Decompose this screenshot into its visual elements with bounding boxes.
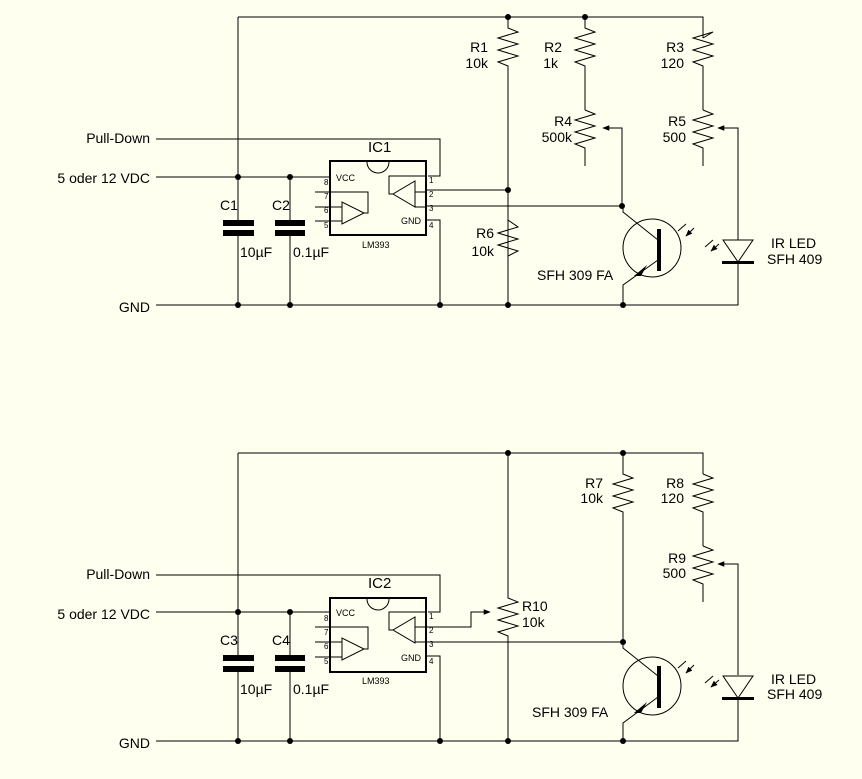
svg-text:2: 2 — [429, 626, 434, 635]
svg-text:R3: R3 — [666, 39, 684, 55]
capacitor-c2: C2 0.1µF — [272, 177, 329, 305]
svg-text:4: 4 — [429, 657, 434, 666]
wire-top-rail — [238, 16, 704, 38]
svg-text:6: 6 — [324, 642, 329, 651]
potentiometer-r9: R9 500 — [663, 545, 739, 675]
svg-text:R1: R1 — [470, 39, 488, 55]
net-label-supply: 5 oder 12 VDC — [57, 170, 150, 186]
resistor-r3: R3 120 — [661, 31, 715, 110]
resistor-r2: R2 1k — [543, 17, 597, 110]
svg-text:120: 120 — [661, 490, 685, 506]
phototransistor-sfh309fa: SFH 309 FA — [532, 642, 695, 741]
svg-text:R2: R2 — [544, 39, 562, 55]
junctions-bottom — [235, 450, 626, 744]
net-label-pull-down: Pull-Down — [86, 566, 150, 582]
net-label-supply: 5 oder 12 VDC — [57, 606, 150, 622]
svg-text:C1: C1 — [220, 197, 238, 213]
wire-pull-down — [156, 138, 441, 177]
svg-text:3: 3 — [429, 640, 434, 649]
resistor-r1: R1 10k — [465, 17, 520, 305]
svg-text:0.1µF: 0.1µF — [293, 244, 329, 260]
capacitor-c1: C1 10µF — [220, 177, 272, 305]
svg-text:7: 7 — [324, 192, 329, 201]
svg-text:R6: R6 — [476, 225, 494, 241]
svg-text:SFH 309 FA: SFH 309 FA — [537, 267, 614, 283]
svg-text:C4: C4 — [272, 632, 290, 648]
svg-text:1: 1 — [429, 176, 434, 185]
svg-text:VCC: VCC — [336, 608, 356, 618]
svg-text:IC2: IC2 — [368, 575, 391, 592]
svg-text:R9: R9 — [668, 550, 686, 566]
net-label-gnd: GND — [119, 299, 150, 315]
svg-text:VCC: VCC — [336, 173, 356, 183]
svg-text:2: 2 — [429, 190, 434, 199]
svg-text:R8: R8 — [666, 475, 684, 491]
svg-text:C2: C2 — [272, 197, 290, 213]
svg-text:10µF: 10µF — [240, 244, 272, 260]
svg-text:7: 7 — [324, 628, 329, 637]
svg-text:LM393: LM393 — [362, 676, 390, 686]
svg-text:10k: 10k — [471, 243, 495, 259]
svg-text:IR LED: IR LED — [771, 235, 816, 251]
wire-gnd — [156, 697, 739, 742]
svg-text:SFH 409: SFH 409 — [767, 686, 822, 702]
junctions-top — [235, 14, 626, 308]
potentiometer-r5: R5 500 — [663, 109, 739, 240]
svg-text:IR LED: IR LED — [771, 671, 816, 687]
svg-text:6: 6 — [324, 206, 329, 215]
capacitor-c3: C3 10µF — [220, 612, 272, 741]
potentiometer-r10: R10 10k — [496, 453, 548, 741]
svg-text:4: 4 — [429, 221, 434, 230]
svg-text:500k: 500k — [542, 129, 573, 145]
svg-text:10k: 10k — [522, 614, 546, 630]
svg-text:8: 8 — [324, 614, 329, 623]
ic2-lm393: IC2 VCC GND LM393 8 7 6 5 1 2 3 4 — [315, 575, 623, 741]
svg-text:5: 5 — [324, 657, 329, 666]
svg-text:10µF: 10µF — [240, 681, 272, 697]
svg-text:GND: GND — [401, 653, 422, 663]
svg-text:500: 500 — [663, 565, 687, 581]
svg-text:5: 5 — [324, 221, 329, 230]
resistor-r6: R6 10k — [471, 219, 520, 259]
svg-text:R4: R4 — [554, 113, 572, 129]
svg-text:0.1µF: 0.1µF — [293, 681, 329, 697]
circuit-bottom: Pull-Down 5 oder 12 VDC GND C3 10µF C4 0… — [57, 450, 822, 751]
svg-text:10k: 10k — [465, 55, 489, 71]
ic1-lm393: IC1 VCC GND LM393 8 7 6 5 1 2 3 4 — [315, 139, 623, 305]
svg-text:C3: C3 — [220, 632, 238, 648]
resistor-r7: R7 10k — [580, 453, 635, 642]
wire-pull-down — [156, 574, 441, 613]
svg-text:SFH 309 FA: SFH 309 FA — [532, 704, 609, 720]
ir-led-sfh409: IR LED SFH 409 — [705, 671, 822, 702]
svg-text:500: 500 — [663, 129, 687, 145]
svg-text:120: 120 — [661, 55, 685, 71]
svg-text:3: 3 — [429, 204, 434, 213]
svg-text:10k: 10k — [580, 490, 604, 506]
svg-text:R5: R5 — [668, 113, 686, 129]
svg-text:SFH 409: SFH 409 — [767, 251, 822, 267]
net-label-gnd: GND — [119, 735, 150, 751]
ir-led-sfh409: IR LED SFH 409 — [705, 235, 822, 267]
svg-text:LM393: LM393 — [362, 240, 390, 250]
svg-text:8: 8 — [324, 178, 329, 187]
resistor-r8: R8 120 — [661, 473, 715, 546]
svg-text:R7: R7 — [585, 475, 603, 491]
potentiometer-r4: R4 500k — [542, 109, 623, 206]
circuit-top: Pull-Down 5 oder 12 VDC GND C1 10µF C2 0… — [57, 14, 822, 315]
phototransistor-sfh309fa: SFH 309 FA — [537, 206, 695, 305]
capacitor-c4: C4 0.1µF — [272, 612, 329, 741]
wire-top-rail — [238, 452, 704, 474]
svg-text:1k: 1k — [543, 55, 559, 71]
svg-text:R10: R10 — [522, 598, 548, 614]
wire-gnd — [156, 262, 739, 306]
svg-text:1: 1 — [429, 612, 434, 621]
svg-text:GND: GND — [401, 216, 422, 226]
svg-text:IC1: IC1 — [368, 139, 391, 156]
net-label-pull-down: Pull-Down — [86, 130, 150, 146]
